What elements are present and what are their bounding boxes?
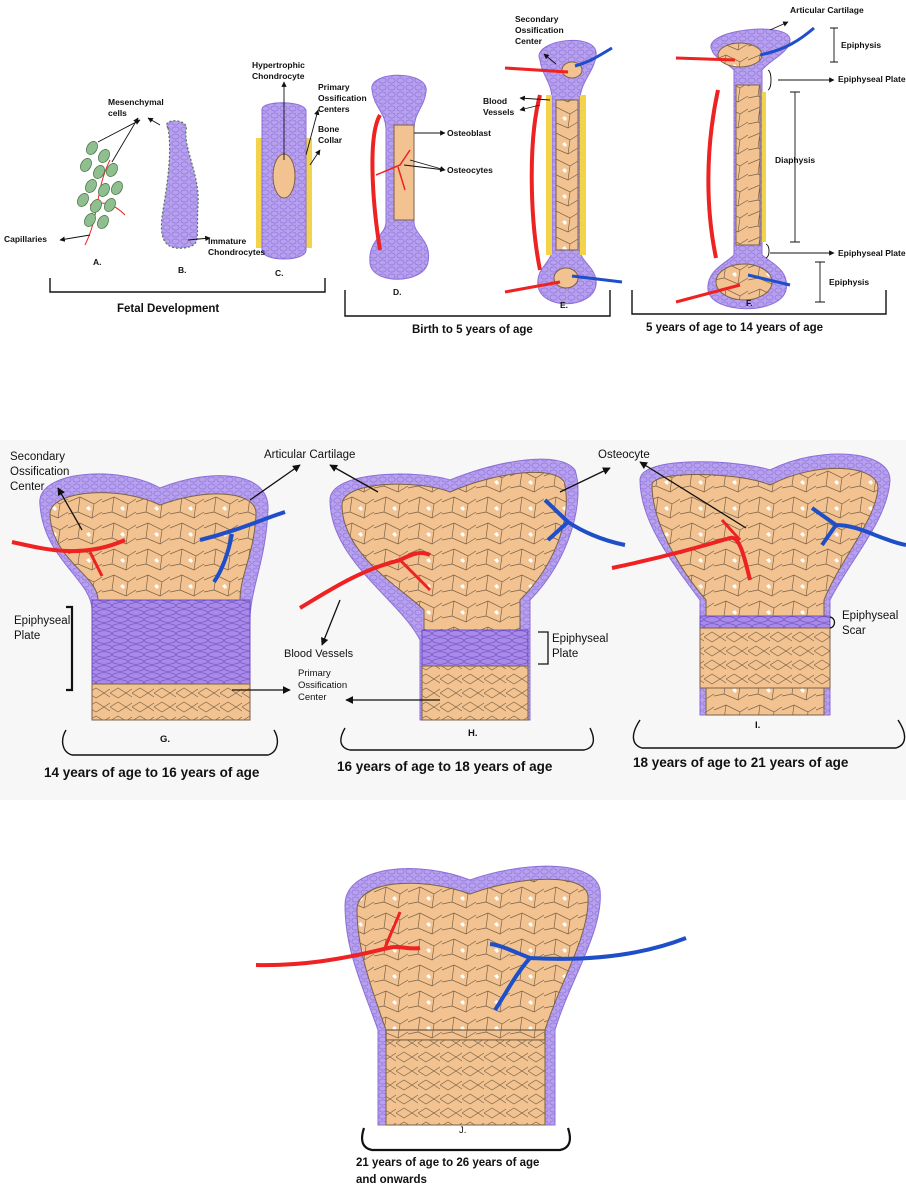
stage-label-f: F.: [746, 298, 753, 309]
label-g-articular-cartilage: Articular Cartilage: [264, 448, 355, 463]
stage-label-c: C.: [275, 268, 284, 279]
stage-f-bone: [676, 28, 814, 309]
label-h-epiphyseal-plate: Epiphyseal Plate: [552, 632, 608, 662]
label-osteoblast: Osteoblast: [447, 128, 491, 139]
group-5-to-14: 5 years of age to 14 years of age: [646, 321, 823, 336]
label-blood-vessels: Blood Vessels: [483, 96, 514, 118]
stage-e-bone: [505, 40, 622, 303]
group-14-to-16: 14 years of age to 16 years of age: [44, 764, 259, 781]
middle-braces: [63, 720, 905, 755]
stage-label-a: A.: [93, 257, 102, 268]
stage-h-bone: [300, 459, 625, 720]
label-primary-ossification-center: Primary Ossification Center: [298, 668, 347, 704]
label-hypertrophic-chondrocyte: Hypertrophic Chondrocyte: [252, 60, 305, 82]
stage-i-bone: [612, 454, 906, 715]
stage-label-g: G.: [160, 734, 170, 746]
label-primary-ossification-centers: Primary Ossification Centers: [318, 82, 367, 115]
label-i-osteocyte: Osteocyte: [598, 448, 650, 463]
group-18-to-21: 18 years of age to 21 years of age: [633, 754, 848, 771]
label-immature-chondrocytes: Immature Chondrocytes: [208, 236, 265, 258]
label-epiphysis-top: Epiphysis: [841, 40, 881, 51]
label-bone-collar: Bone Collar: [318, 124, 342, 146]
label-h-blood-vessels: Blood Vessels: [284, 648, 353, 660]
stage-label-j: J.: [459, 1125, 466, 1137]
group-16-to-18: 16 years of age to 18 years of age: [337, 758, 552, 775]
stage-label-h: H.: [468, 728, 478, 740]
stage-b-cartilage: [161, 121, 198, 249]
label-g-epiphyseal-plate: Epiphyseal Plate: [14, 614, 70, 644]
label-g-secondary-ossification-center: Secondary Ossification Center: [10, 450, 69, 495]
label-osteocytes: Osteocytes: [447, 165, 493, 176]
label-secondary-ossification-center: Secondary Ossification Center: [515, 14, 564, 47]
stage-g-bone: [12, 474, 285, 720]
label-capillaries: Capillaries: [4, 234, 47, 245]
label-diaphysis: Diaphysis: [775, 155, 815, 166]
label-epiphyseal-plate-bottom: Epiphyseal Plate: [838, 248, 906, 259]
stage-label-e: E.: [560, 300, 568, 311]
stage-a-mesenchyme: [75, 139, 125, 245]
label-mesenchymal-cells: Mesenchymal cells: [108, 97, 164, 119]
group-fetal-development: Fetal Development: [117, 302, 219, 317]
stage-label-b: B.: [178, 265, 187, 276]
group-birth-to-5: Birth to 5 years of age: [412, 323, 533, 338]
group-21-to-26-onwards: 21 years of age to 26 years of age and o…: [356, 1155, 539, 1189]
stage-d-bone: [370, 75, 429, 279]
label-articular-cartilage: Articular Cartilage: [790, 5, 864, 16]
stage-label-d: D.: [393, 287, 402, 298]
stage-j-bone: [256, 866, 686, 1125]
label-i-epiphyseal-scar: Epiphyseal Scar: [842, 609, 898, 639]
stage-label-i: I.: [755, 720, 760, 732]
label-epiphyseal-plate-top: Epiphyseal Plate: [838, 74, 906, 85]
label-epiphysis-bottom: Epiphysis: [829, 277, 869, 288]
